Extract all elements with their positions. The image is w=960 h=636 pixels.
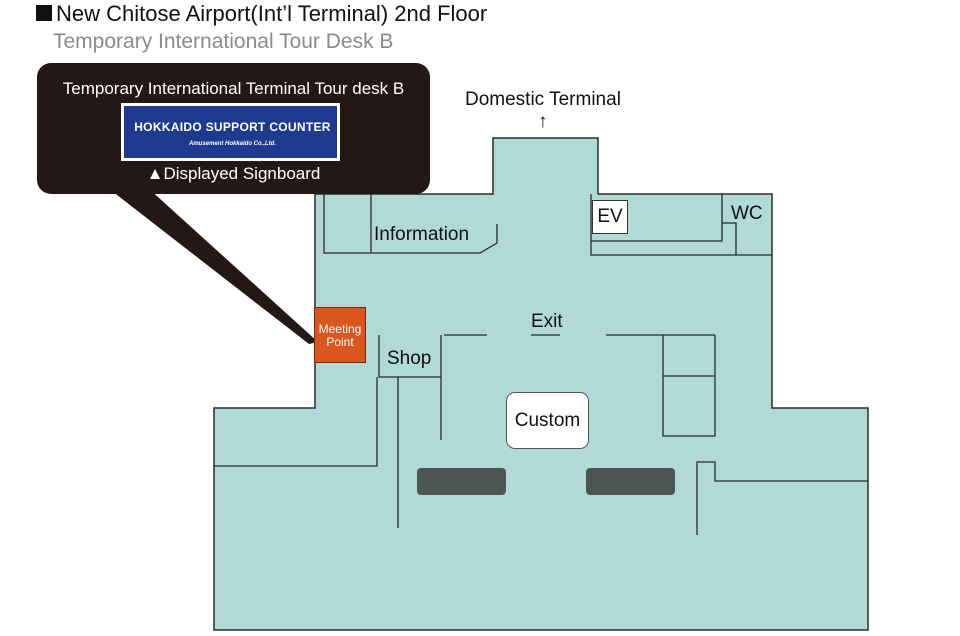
signboard-company-text: Amusement Hokkaido Co.,Ltd. xyxy=(188,141,276,147)
domestic-terminal-label: Domestic Terminal xyxy=(465,89,621,110)
exit-label: Exit xyxy=(531,311,563,332)
meeting-point-marker: Meeting Point xyxy=(314,307,366,363)
customs-booth: Custom xyxy=(506,392,589,449)
signboard-image: HOKKAIDO SUPPORT COUNTER Amusement Hokka… xyxy=(121,103,340,161)
information-label: Information xyxy=(374,224,470,245)
up-arrow-icon: ↑ xyxy=(538,111,548,132)
callout-title: Temporary International Terminal Tour de… xyxy=(62,79,405,98)
counter-left xyxy=(417,468,506,495)
square-bullet-icon xyxy=(36,5,52,21)
callout-caption: ▲Displayed Signboard xyxy=(146,164,321,183)
elevator: EV xyxy=(592,200,628,234)
signboard-main-text: HOKKAIDO SUPPORT COUNTER xyxy=(134,120,331,134)
floor-area xyxy=(213,137,869,631)
interior-walls xyxy=(214,194,868,535)
map-title: New Chitose Airport(Int’l Terminal) 2nd … xyxy=(36,1,487,27)
wc-label: WC xyxy=(731,203,763,224)
shop-label: Shop xyxy=(387,348,432,369)
map-subtitle: Temporary International Tour Desk B xyxy=(53,30,394,53)
signboard-panel: HOKKAIDO SUPPORT COUNTER Amusement Hokka… xyxy=(124,106,337,158)
callout-pointer xyxy=(108,188,318,344)
map-title-text: New Chitose Airport(Int’l Terminal) 2nd … xyxy=(56,1,488,26)
signboard-callout: Temporary International Terminal Tour de… xyxy=(37,63,430,194)
counter-right xyxy=(586,468,675,495)
